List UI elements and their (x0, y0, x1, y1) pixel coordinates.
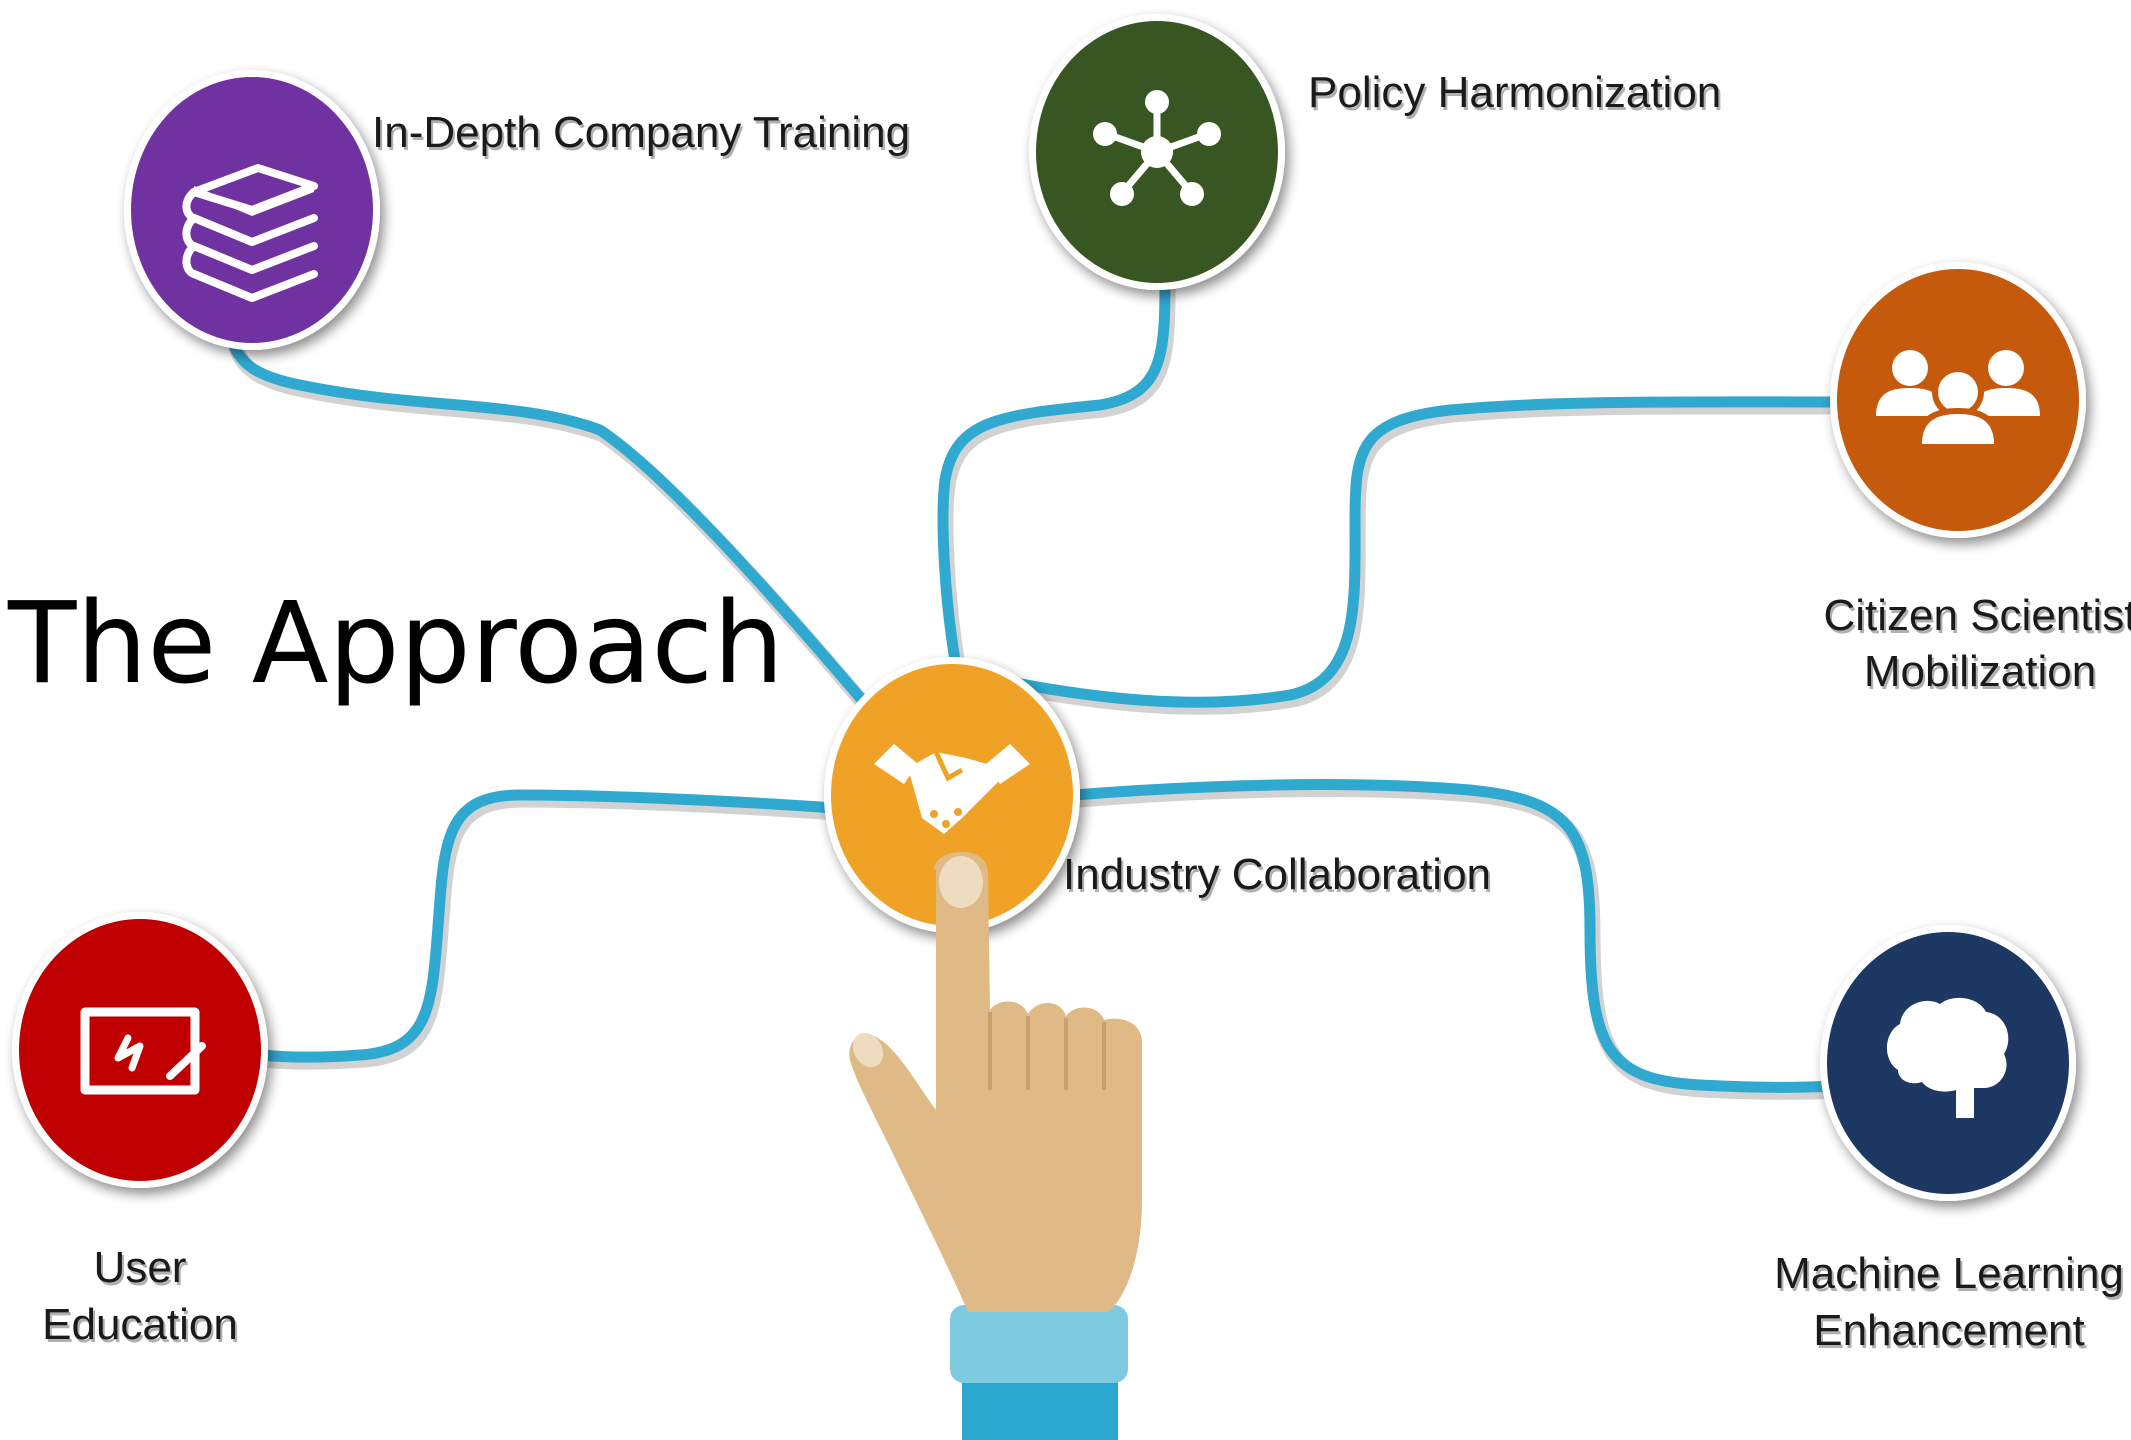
node-education-label-line1-text: User (94, 1243, 187, 1292)
whiteboard-icon (80, 1007, 206, 1095)
people-group-icon (1876, 350, 2040, 444)
node-citizen-label-line1-text: Citizen Scientist (1823, 591, 2131, 640)
connector-lines (224, 279, 1846, 1100)
connector-training (224, 324, 868, 706)
connector-policy (937, 279, 1171, 666)
node-education-label-line2: Education (44, 1303, 240, 1352)
network-icon (1093, 90, 1221, 206)
node-ml-label-line1: Machine Learning (1776, 1252, 2126, 1301)
node-policy-label-text: Policy Harmonization (1308, 68, 1721, 117)
node-industry[interactable] (824, 657, 1080, 933)
node-training-label-text: In-Depth Company Training (372, 108, 910, 157)
fingernail (939, 856, 983, 908)
node-citizen-label-line1: Citizen Scientist (1825, 594, 2131, 643)
node-citizen-label-line2: Mobilization (1866, 650, 2098, 699)
connector-ml (1069, 779, 1836, 1093)
node-education[interactable] (12, 912, 268, 1188)
node-industry-label: Industry Collaboration (1065, 853, 1493, 902)
node-education-label-line2-text: Education (42, 1300, 238, 1349)
node-policy-label: Policy Harmonization (1310, 71, 1723, 120)
hand (849, 852, 1142, 1312)
node-ml-label-line2-text: Enhancement (1813, 1306, 2085, 1355)
node-policy[interactable] (1029, 14, 1285, 290)
node-ml-label-line1-text: Machine Learning (1774, 1249, 2124, 1298)
node-citizen[interactable] (1830, 262, 2086, 538)
node-education-label-line1: User (96, 1246, 189, 1295)
pointing-hand-illustration (849, 852, 1142, 1440)
books-icon (182, 164, 318, 302)
node-industry-label-text: Industry Collaboration (1063, 850, 1491, 899)
node-ml[interactable] (1820, 925, 2076, 1201)
cuff (950, 1305, 1128, 1383)
thumbnail (852, 1032, 884, 1068)
connector-citizen (994, 396, 1841, 708)
brain-icon (1886, 997, 2009, 1118)
handshake-icon (874, 744, 1030, 834)
page-title: The Approach (7, 579, 784, 709)
sleeve (962, 1375, 1118, 1440)
node-training-label: In-Depth Company Training (374, 111, 912, 160)
connector-education (256, 789, 841, 1063)
node-training[interactable] (124, 70, 380, 350)
node-ml-label-line2: Enhancement (1815, 1309, 2087, 1358)
node-citizen-label-line2-text: Mobilization (1864, 647, 2096, 696)
